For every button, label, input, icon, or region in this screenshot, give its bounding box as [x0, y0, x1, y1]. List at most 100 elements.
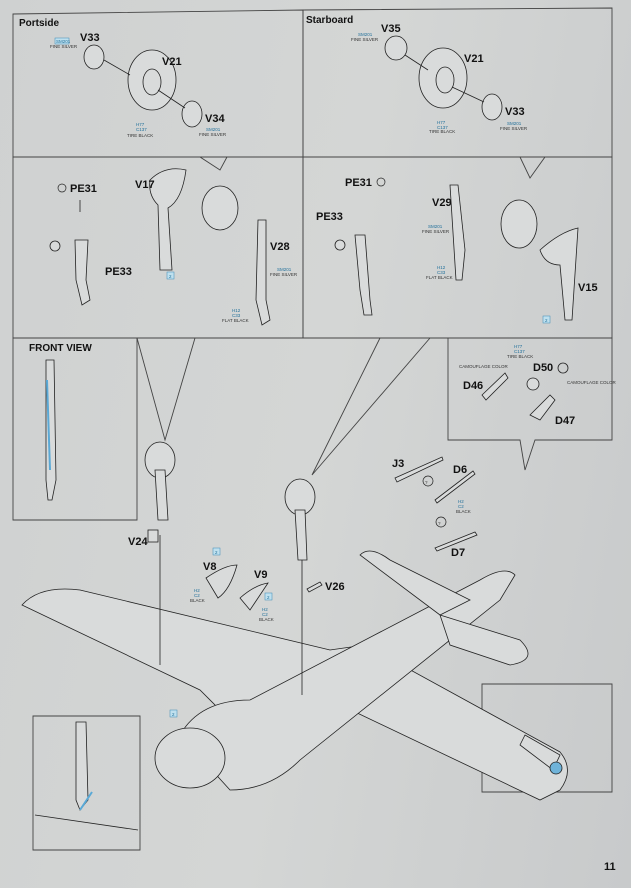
paint-code: H12 — [437, 265, 446, 270]
assembly-arrow — [157, 89, 186, 109]
step-ref: 2 — [172, 712, 175, 717]
paint-name: FINE SILVER — [50, 44, 78, 49]
part-label: V21 — [464, 53, 484, 65]
part-label: V9 — [254, 569, 267, 581]
part-d46 — [481, 372, 509, 401]
part-label: V28 — [270, 241, 290, 253]
optional-mark: ? — [425, 480, 428, 485]
part-v28-strut — [255, 219, 271, 326]
paint-name: BLACK — [190, 598, 205, 603]
paint-name: CAMOUFLAGE COLOR — [567, 380, 617, 385]
paint-code: H12 — [232, 308, 241, 313]
part-label: V24 — [128, 536, 148, 548]
aircraft-engine-cowling — [154, 727, 226, 789]
paint-code: SM201 — [206, 127, 221, 132]
part-d7 — [434, 531, 478, 552]
page-number: 11 — [604, 861, 616, 873]
paint-name: TIRE BLACK — [507, 354, 533, 359]
left-strut-leg — [74, 239, 91, 306]
paint-name: FINE SILVER — [351, 37, 379, 42]
paint-name: FINE SILVER — [270, 272, 298, 277]
aircraft-tailplane — [359, 550, 471, 616]
detail-circle — [49, 240, 61, 252]
paint-code: SM201 — [358, 32, 373, 37]
inset-highlight — [79, 791, 93, 811]
step-ref: 2 — [215, 550, 218, 555]
part-v8 — [205, 564, 238, 599]
paint-code: C2 — [458, 504, 464, 509]
step-ref-box — [542, 315, 551, 324]
part-label: V35 — [381, 23, 401, 35]
callout-right — [311, 337, 431, 476]
part-v33 — [83, 44, 105, 70]
right-strut-panel — [302, 156, 613, 339]
paint-code-box — [54, 37, 70, 45]
part-v24 — [147, 529, 159, 543]
part-label: V17 — [135, 179, 155, 191]
starboard-title: Starboard — [306, 15, 353, 26]
detail-inset-left — [32, 715, 141, 851]
paint-code: C33 — [232, 313, 241, 318]
paint-code: H77 — [136, 122, 145, 127]
paint-code: H77 — [437, 120, 446, 125]
part-v34 — [181, 100, 203, 128]
paint-name: TIRE BLACK — [127, 133, 153, 138]
aircraft-fuselage — [179, 570, 516, 791]
step-ref: 2 — [545, 318, 548, 323]
paint-code: H77 — [514, 344, 523, 349]
step-ref: 2 — [267, 595, 270, 600]
part-label: V26 — [325, 581, 345, 593]
front-view-title: FRONT VIEW — [29, 343, 92, 354]
paint-code: C137 — [136, 127, 147, 132]
paint-name: FINE SILVER — [199, 132, 227, 137]
detail-circle — [334, 239, 346, 251]
optional-mark-icon — [435, 516, 447, 528]
paint-code: C2 — [262, 612, 268, 617]
step-ref-box — [212, 547, 221, 556]
part-label: D50 — [533, 362, 553, 374]
strut-assembly-right — [294, 509, 308, 561]
paint-name: FINE SILVER — [500, 126, 528, 131]
part-label: D7 — [451, 547, 465, 559]
optional-mark: ? — [438, 521, 441, 526]
tire-hole — [435, 66, 455, 94]
part-v15-cover — [539, 227, 579, 321]
part-label: PE33 — [316, 211, 343, 223]
part-d50-wheel — [526, 377, 540, 391]
tire-hole — [142, 68, 162, 96]
paint-code: C2 — [194, 593, 200, 598]
optional-mark-icon — [422, 475, 434, 487]
paint-name: TIRE BLACK — [429, 129, 455, 134]
paint-code: C137 — [437, 125, 448, 130]
front-view-panel — [12, 337, 138, 521]
paint-code: C33 — [437, 270, 446, 275]
strut-assembly-left — [154, 469, 169, 521]
assembly-arrow — [103, 59, 131, 76]
orientation-arrow-icon — [57, 183, 67, 193]
aircraft-tailplane-right — [439, 614, 529, 666]
paint-name: BLACK — [456, 509, 471, 514]
orientation-arrow-icon — [376, 177, 386, 187]
highlight-part — [46, 379, 51, 471]
paint-code: H2 — [458, 499, 464, 504]
part-label: V34 — [205, 113, 225, 125]
tail-wheel-panel — [447, 337, 613, 471]
callout-left — [136, 337, 196, 442]
part-v17-cover — [149, 168, 187, 271]
part-v26 — [306, 581, 323, 593]
part-d6 — [434, 470, 476, 504]
part-label: V29 — [432, 197, 452, 209]
part-label: V8 — [203, 561, 216, 573]
paint-name: FINE SILVER — [422, 229, 450, 234]
part-label: J3 — [392, 458, 404, 470]
step-ref-box — [169, 709, 178, 718]
part-label: V15 — [578, 282, 598, 294]
portside-title: Portside — [19, 18, 59, 29]
paint-name: FLAT BLACK — [222, 318, 249, 323]
wheel — [500, 199, 538, 249]
part-label: D46 — [463, 380, 483, 392]
inset-wing-line — [34, 814, 139, 831]
part-label: D6 — [453, 464, 467, 476]
assembly-arrow — [404, 54, 429, 71]
